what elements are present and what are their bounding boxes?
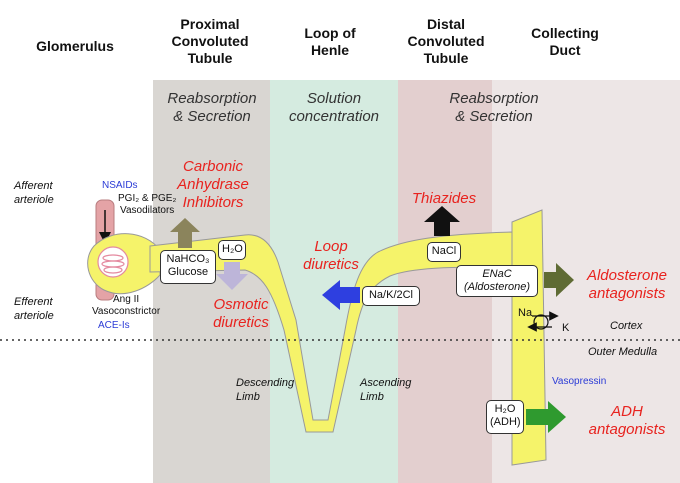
carbonic-arrow	[170, 218, 200, 248]
enac-box: ENaC (Aldosterone)	[456, 265, 538, 297]
aldo-arrow	[544, 263, 574, 297]
loop-function-label: Solution concentration	[288, 90, 380, 125]
ace-label: ACE-Is	[98, 320, 130, 331]
pg-vasodilators-label: PGI₂ & PGE₂ Vasodilators	[118, 193, 177, 216]
header-glomerulus: Glomerulus	[36, 38, 114, 54]
k-label: K	[562, 322, 570, 334]
h2o-box: H₂O	[218, 240, 246, 260]
osmotic-diuretics: Osmotic diuretics	[213, 296, 269, 331]
glomerulus-tuft	[97, 246, 129, 278]
carbonic-anhydrase-inhibitors: Carbonic Anhydrase Inhibitors	[177, 158, 249, 211]
afferent-label: Afferent arteriole	[14, 180, 54, 206]
h2o-adh-box: H₂O (ADH)	[486, 400, 524, 434]
adh-antagonists: ADH antagonists	[588, 403, 666, 438]
thiazides-arrow	[424, 206, 460, 236]
outer-medulla-label: Outer Medulla	[588, 346, 658, 358]
osmotic-arrow	[216, 262, 248, 290]
thiazides: Thiazides	[411, 190, 477, 207]
header-dct: Distal Convoluted Tubule	[407, 16, 485, 66]
ang-label: Ang II Vasoconstrictor	[92, 294, 161, 317]
nak2cl-box: Na/K/2Cl	[362, 286, 420, 306]
nahco3-glucose-box: NaHCO₃ Glucose	[160, 250, 216, 284]
efferent-label: Efferent arteriole	[14, 296, 54, 322]
header-pct: Proximal Convoluted Tubule	[171, 16, 249, 66]
nacl-box: NaCl	[427, 242, 461, 262]
dct-function-label: Reabsorption & Secretion	[449, 90, 539, 125]
adh-arrow	[526, 401, 566, 433]
pct-function-label: Reabsorption & Secretion	[167, 90, 257, 125]
loop-diuretics: Loop diuretics	[303, 238, 359, 273]
na-label: Na	[518, 307, 533, 319]
vasopressin-label: Vasopressin	[552, 376, 607, 387]
descending-limb-label: Descending Limb	[236, 377, 295, 403]
exchanger	[533, 314, 549, 330]
aldosterone-antagonists: Aldosterone antagonists	[586, 267, 668, 302]
cortex-label: Cortex	[610, 320, 643, 332]
loop-arrow	[322, 280, 360, 310]
header-loop: Loop of Henle	[304, 25, 356, 58]
ascending-limb-label: Ascending Limb	[360, 377, 412, 403]
header-cd: Collecting Duct	[531, 25, 599, 58]
nsaids-label: NSAIDs	[102, 180, 138, 191]
